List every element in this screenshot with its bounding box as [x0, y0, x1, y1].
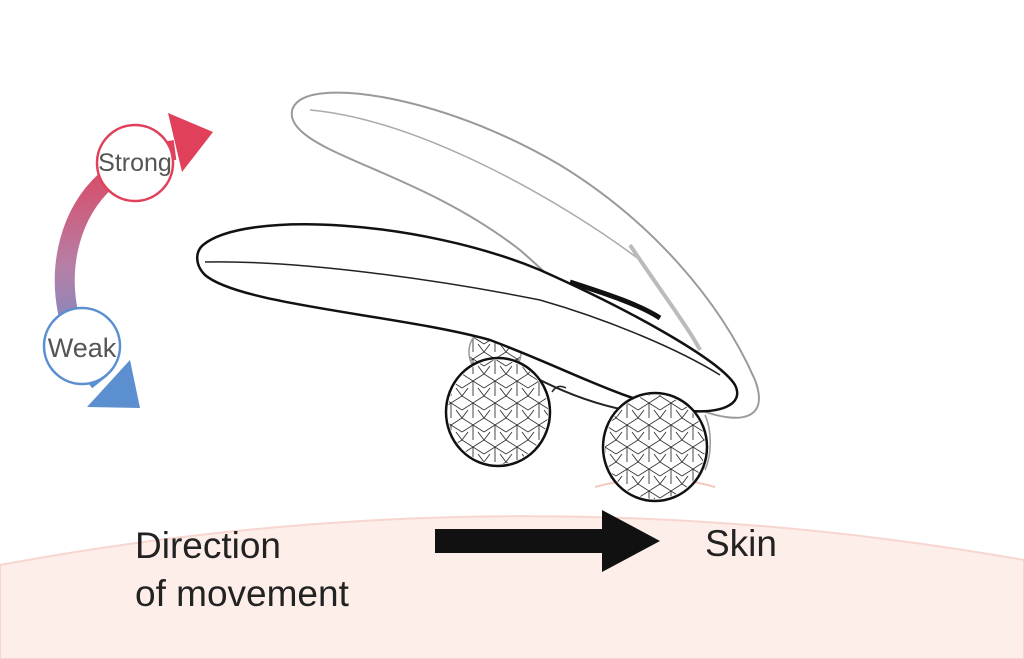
direction-label-line1: Direction: [135, 525, 281, 566]
weak-arrowhead: [87, 360, 140, 408]
strong-arrowhead: [168, 113, 213, 172]
skin-area: [0, 477, 1024, 659]
front-roller: [444, 356, 552, 468]
skin-label: Skin: [705, 523, 777, 564]
strong-indicator: Strong: [95, 123, 175, 203]
rear-roller: [601, 391, 711, 503]
strong-label: Strong: [98, 149, 172, 177]
right-arrow-icon: [435, 510, 660, 572]
weak-indicator: Weak: [42, 306, 122, 386]
weak-circle: [42, 306, 122, 386]
weak-label: Weak: [48, 333, 117, 363]
direction-label-line2: of movement: [135, 573, 350, 614]
strong-circle: [95, 123, 175, 203]
